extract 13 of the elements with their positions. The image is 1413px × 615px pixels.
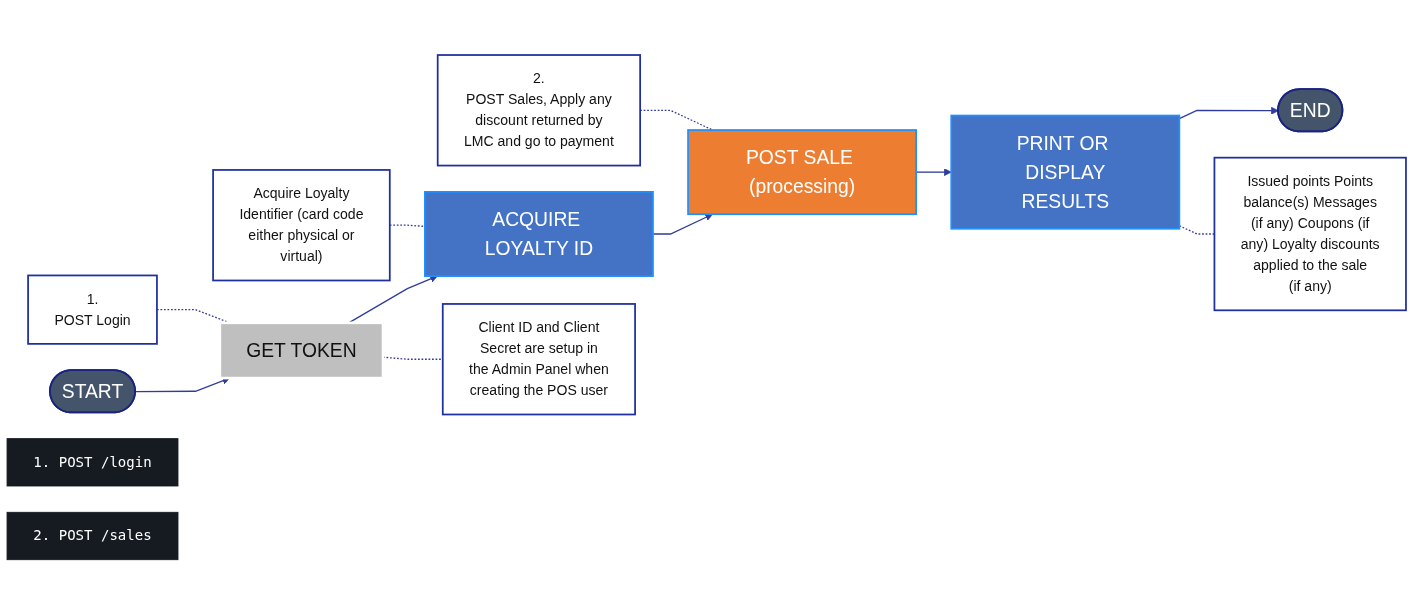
node-box: 1. POST /login [6, 438, 179, 487]
node-box: Acquire Loyalty Identifier (card code either physical or virtual) [212, 169, 391, 282]
node-box: 1. POST Login [27, 274, 158, 345]
node-box: POST SALE (processing) [687, 129, 918, 216]
node-box: 2. POST Sales, Apply any discount returned by LMC and go to payment [436, 54, 641, 167]
node-box: Client ID and Client Secret are setup in the Admin Panel when creating the POS user [441, 303, 636, 416]
node-box: GET TOKEN [218, 321, 385, 380]
node-box: 2. POST /sales [6, 512, 179, 561]
node-box: Issued points Points balance(s) Messages (if any) Coupons (if any) Loyalty discounts applied to the sale (if any) [1213, 156, 1407, 312]
arrow [652, 213, 713, 235]
arrow [1178, 106, 1279, 120]
node-box: ACQUIRE LOYALTY ID [424, 191, 654, 278]
node-box: PRINT OR DISPLAY RESULTS [950, 114, 1181, 230]
